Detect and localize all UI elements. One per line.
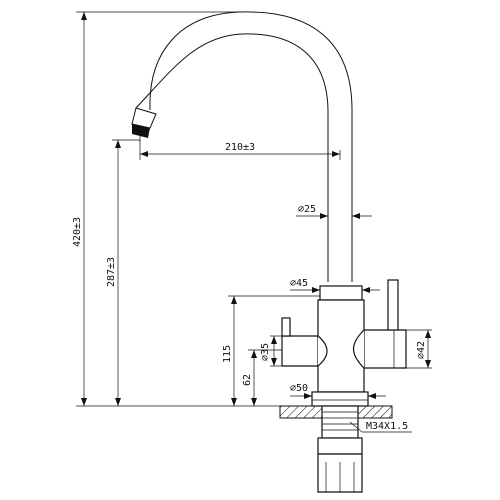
dimension-labels: 420±3 287±3 210±3 ⌀25 ⌀45 115 62 ⌀35 ⌀42…: [72, 142, 427, 432]
base-ring: [311, 391, 369, 407]
label-base-diameter: ⌀50: [290, 383, 308, 394]
left-cam: [317, 335, 328, 367]
label-spout-height: 287±3: [106, 257, 117, 287]
body-collar: [319, 285, 363, 301]
spout-outer-curve: [149, 11, 353, 282]
right-cam: [352, 329, 365, 369]
dimension-lines: [76, 11, 432, 433]
label-spout-reach: 210±3: [225, 142, 255, 153]
label-handle-height: 62: [242, 374, 253, 386]
right-lever: [387, 279, 399, 331]
thread-shank: [321, 405, 359, 439]
label-body-diameter: ⌀45: [290, 278, 308, 289]
label-left-handle-diameter: ⌀35: [260, 343, 271, 361]
label-thread: M34X1.5: [366, 421, 408, 432]
label-body-height: 115: [222, 345, 233, 363]
spout-inner-curve: [135, 33, 329, 282]
right-handle: [363, 329, 407, 369]
label-total-height: 420±3: [72, 217, 83, 247]
faucet-outline: [131, 11, 407, 493]
label-tube-diameter: ⌀25: [298, 204, 316, 215]
left-handle: [281, 335, 319, 367]
mounting-nut: [317, 437, 363, 455]
spout-aerator: [132, 124, 150, 138]
label-right-handle-diameter: ⌀42: [416, 341, 427, 359]
left-lever: [281, 317, 291, 337]
